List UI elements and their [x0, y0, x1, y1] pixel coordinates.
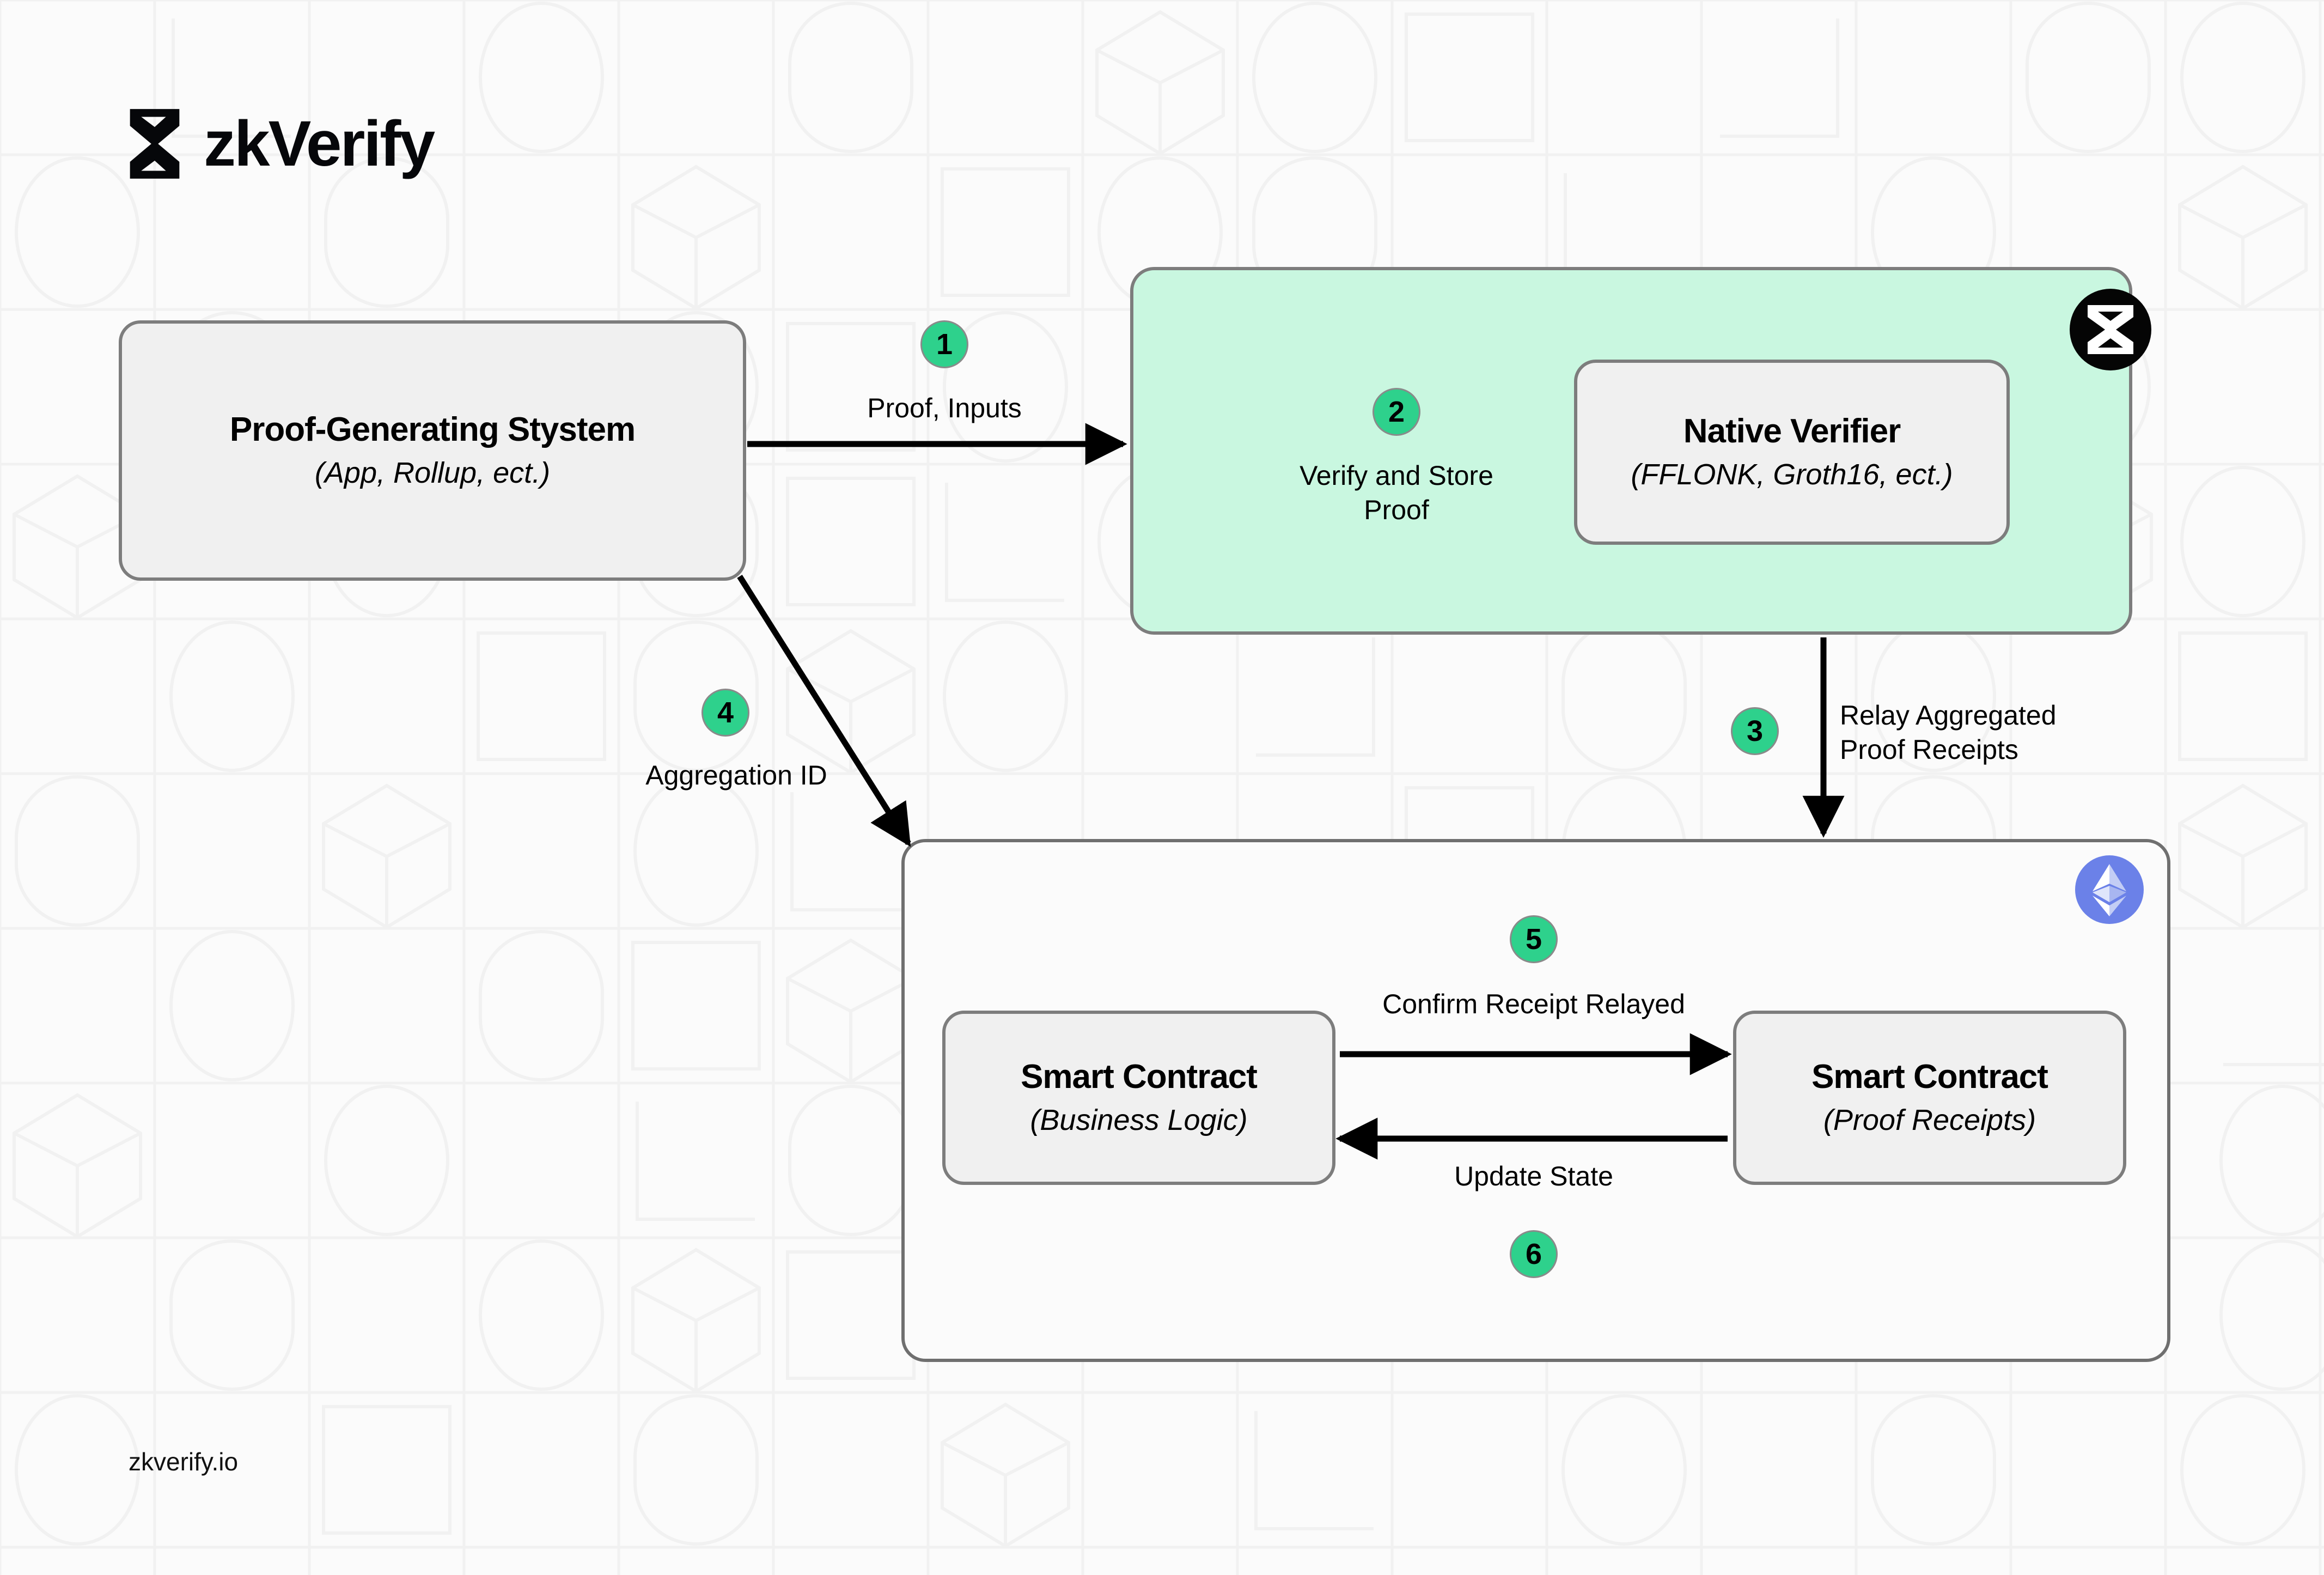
step-badge-number: 4 — [717, 696, 734, 729]
edge-label-step-6: Update State — [1454, 1161, 1613, 1191]
arrow-step-4 — [737, 575, 911, 847]
step-badge-1[interactable]: 1 — [920, 320, 968, 368]
step-badge-number: 3 — [1746, 715, 1764, 747]
step-badge-3[interactable]: 3 — [1731, 707, 1779, 755]
node-smart-contract-business-logic[interactable]: Smart Contract (Business Logic) — [942, 1011, 1335, 1185]
node-title: Smart Contract — [1811, 1058, 2048, 1096]
step-badge-5[interactable]: 5 — [1510, 915, 1558, 963]
edge-label-step-4: Aggregation ID — [645, 760, 827, 790]
node-smart-contract-proof-receipts[interactable]: Smart Contract (Proof Receipts) — [1733, 1011, 2126, 1185]
step-badge-number: 1 — [936, 328, 953, 361]
edge-label-step-1: Proof, Inputs — [867, 393, 1022, 423]
node-subtitle: (Business Logic) — [1030, 1104, 1248, 1137]
brand-wordmark: zkVerify — [204, 108, 435, 180]
step-badge-number: 2 — [1388, 396, 1405, 428]
node-subtitle: (Proof Receipts) — [1823, 1104, 2036, 1137]
node-native-verifier[interactable]: Native Verifier (FFLONK, Groth16, ect.) — [1574, 360, 2010, 545]
zkverify-badge-icon — [2070, 289, 2151, 370]
node-proof-generating-system[interactable]: Proof-Generating Stystem (App, Rollup, e… — [119, 320, 746, 581]
node-subtitle: (App, Rollup, ect.) — [314, 457, 551, 490]
step-badge-number: 5 — [1525, 923, 1542, 956]
step-badge-4[interactable]: 4 — [702, 689, 749, 737]
node-subtitle: (FFLONK, Groth16, ect.) — [1631, 458, 1953, 491]
zkverify-hourglass-icon — [130, 109, 180, 179]
ethereum-diamond-icon — [2075, 855, 2144, 924]
step-badge-number: 6 — [1525, 1238, 1542, 1270]
node-title: Proof-Generating Stystem — [229, 411, 636, 449]
node-title: Smart Contract — [1021, 1058, 1258, 1096]
edge-label-step-5: Confirm Receipt Relayed — [1382, 989, 1685, 1019]
edge-label-step-2: Verify and Store Proof — [1300, 460, 1493, 525]
footer-url[interactable]: zkverify.io — [129, 1448, 239, 1476]
edge-label-step-3: Relay Aggregated Proof Receipts — [1840, 700, 2057, 765]
step-badge-6[interactable]: 6 — [1510, 1230, 1558, 1278]
node-title: Native Verifier — [1683, 412, 1901, 451]
brand-logo: zkVerify — [126, 107, 435, 181]
step-badge-2[interactable]: 2 — [1373, 388, 1420, 436]
